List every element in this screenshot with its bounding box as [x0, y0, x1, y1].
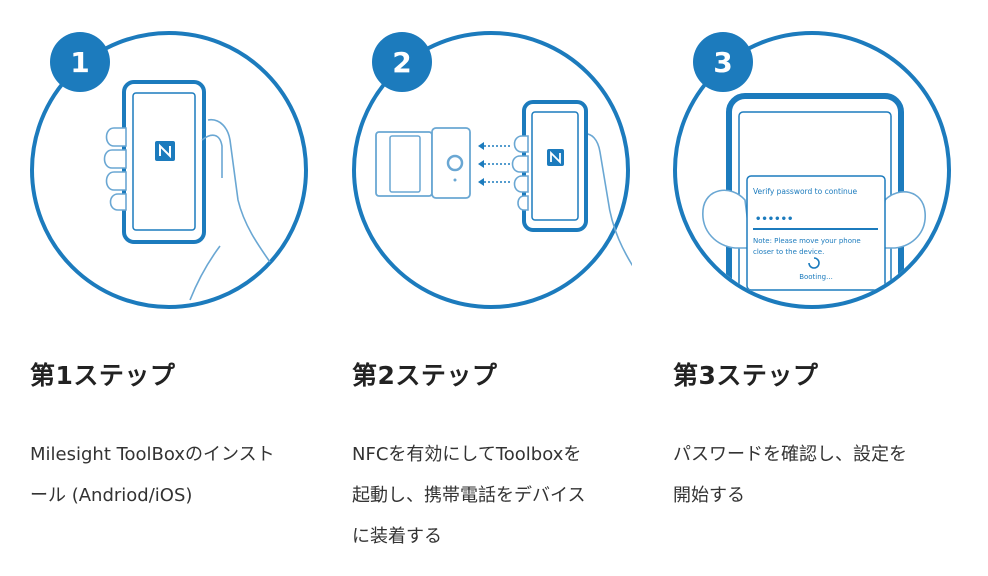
sensor-device-icon: [375, 127, 471, 199]
step-3-illustration: Verify password to continue •••••• Note:…: [673, 31, 951, 309]
step-3-title: 第3ステップ: [673, 361, 819, 390]
nfc-icon: [155, 141, 175, 161]
loading-spinner-icon: [808, 257, 820, 269]
proximity-note-line-1: Note: Please move your phone: [753, 237, 861, 245]
step-1-circle: [30, 31, 308, 309]
step-3-circle: [673, 31, 951, 309]
step-1-number-badge: [50, 32, 110, 92]
step-1-title: 第1ステップ: [30, 361, 176, 390]
phone-closeup: [702, 93, 926, 305]
password-field[interactable]: ••••••: [755, 214, 793, 225]
step-3-description: パスワードを確認し、設定を 開始する: [673, 444, 907, 506]
step-2-number: 2: [392, 46, 411, 79]
hand-holding-phone-icon: [103, 80, 271, 301]
step-2-description: NFCを有効にしてToolboxを 起動し、携帯電話をデバイス に装着する: [352, 444, 586, 547]
step-2-number-badge: [372, 32, 432, 92]
step-3-number: 3: [713, 46, 732, 79]
step-2-illustration: 2: [352, 31, 632, 309]
nfc-icon: [547, 149, 564, 166]
step-3-number-badge: [693, 32, 753, 92]
step-1-description: Milesight ToolBoxのインスト ール (Andriod/iOS): [30, 444, 275, 506]
step-3: Verify password to continue •••••• Note:…: [673, 0, 973, 576]
nfc-signal-arrows-icon: [478, 142, 512, 186]
step-1: 1 第1ステップ Milesight ToolBoxのインスト ール (Andr…: [30, 0, 330, 576]
step-2-title: 第2ステップ: [352, 361, 498, 390]
proximity-note-line-2: closer to the device.: [753, 248, 824, 256]
step-1-illustration: 1: [30, 31, 308, 309]
step-1-number: 1: [70, 46, 89, 79]
step-2: 2 第2ステップ NFCを有効にしてToolboxを 起動し、携帯電話をデバイス…: [352, 0, 652, 576]
password-dialog-heading: Verify password to continue: [753, 187, 858, 196]
hand-holding-phone-icon: [511, 100, 632, 267]
step-2-circle: [352, 31, 630, 309]
booting-status: Booting...: [799, 273, 833, 281]
